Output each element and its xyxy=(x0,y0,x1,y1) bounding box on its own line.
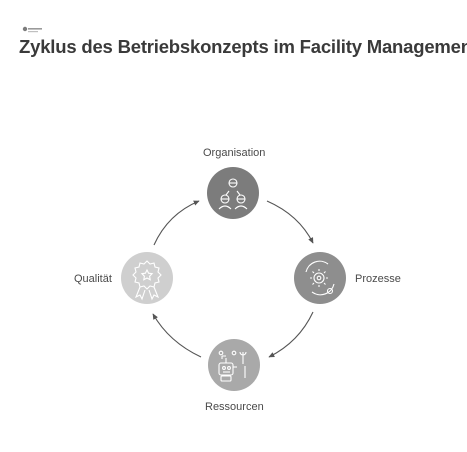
logo-icon xyxy=(22,26,42,33)
arrow-prozesse-to-ressourcen xyxy=(268,311,314,358)
arrow-ressourcen-to-qualitaet xyxy=(152,313,202,358)
node-qualitaet xyxy=(121,252,173,304)
label-organisation: Organisation xyxy=(203,147,266,159)
robot-tools-icon xyxy=(218,350,247,382)
page-title: Zyklus des Betriebskonzepts im Facility … xyxy=(19,36,467,57)
node-prozesse-circle xyxy=(294,252,346,304)
node-organisation xyxy=(207,167,259,219)
node-ressourcen-circle xyxy=(208,339,260,391)
label-qualitaet: Qualität xyxy=(74,273,112,285)
node-organisation-circle xyxy=(207,167,259,219)
node-prozesse xyxy=(294,252,346,304)
arrow-organisation-to-prozesse xyxy=(266,200,314,244)
node-ressourcen xyxy=(208,339,260,391)
label-ressourcen: Ressourcen xyxy=(205,401,264,413)
award-badge-icon xyxy=(132,260,162,301)
team-icon xyxy=(218,178,248,210)
process-gear-icon xyxy=(305,260,335,296)
label-prozesse: Prozesse xyxy=(355,273,401,285)
arrow-qualitaet-to-organisation xyxy=(153,200,200,246)
